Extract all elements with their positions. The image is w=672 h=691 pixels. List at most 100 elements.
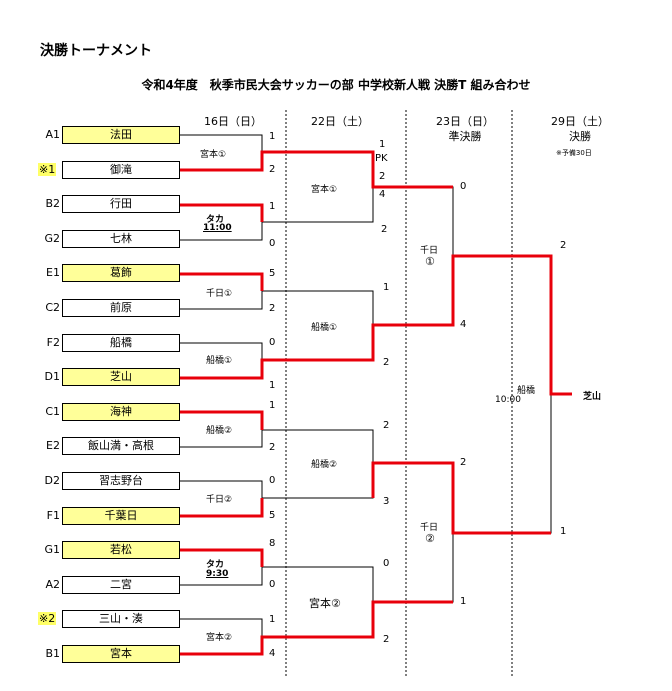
round1-score: 0 xyxy=(269,475,276,486)
round1-score: 2 xyxy=(269,442,276,453)
round1-score: 4 xyxy=(269,648,276,659)
semis-date: 23日（日） xyxy=(436,115,494,128)
round1-venue-3: 千日① xyxy=(206,289,233,299)
winner-path xyxy=(180,150,572,656)
team-seed: A2 xyxy=(45,578,60,591)
team-box: 行田 xyxy=(62,195,180,213)
team-seed: E1 xyxy=(46,266,60,279)
team-box: 宮本 xyxy=(62,645,180,663)
round1-score: 5 xyxy=(269,268,276,279)
team-box: 海神 xyxy=(62,403,180,421)
round2-date: 22日（土） xyxy=(311,115,369,128)
team-seed: E2 xyxy=(46,439,60,452)
round1-venue-1: 宮本① xyxy=(200,150,227,160)
round1-venue-4: 船橋① xyxy=(206,356,233,366)
final-score: 2 xyxy=(560,240,567,251)
team-box: 芝山 xyxy=(62,368,180,386)
round2-score: 1 xyxy=(379,139,386,150)
reserve-date-note: ※予備30日 xyxy=(556,149,592,157)
semi-score: 2 xyxy=(460,457,467,468)
semis-stage: 準決勝 xyxy=(448,130,482,143)
round2-score: 3 xyxy=(383,496,390,507)
round2-venue-1: 宮本① xyxy=(311,185,338,195)
round1-venue-8: 宮本② xyxy=(206,633,233,643)
semi-score: 0 xyxy=(460,181,467,192)
team-box: 三山・湊 xyxy=(62,610,180,628)
semis-brackets xyxy=(373,186,454,603)
semi-score: 4 xyxy=(460,319,467,330)
round1-score: 2 xyxy=(269,303,276,314)
round2-score: 2 xyxy=(383,634,390,645)
round1-venue-5: 船橋② xyxy=(206,426,233,436)
team-box: 飯山満・高根 xyxy=(62,437,180,455)
round2-venue-4: 宮本② xyxy=(309,597,341,610)
champion-label: 芝山 xyxy=(583,392,602,402)
round2-brackets xyxy=(262,151,374,638)
round1-score: 1 xyxy=(269,201,276,212)
round1-venue-2: タカ xyxy=(206,215,225,225)
team-seed: C2 xyxy=(45,301,60,314)
round1-score: 0 xyxy=(269,238,276,249)
round1-score: 1 xyxy=(269,400,276,411)
round1-score: 1 xyxy=(269,614,276,625)
round2-score: 2 xyxy=(383,420,390,431)
round1-score: 0 xyxy=(269,579,276,590)
round2-score: 2 xyxy=(381,224,388,235)
round1-score: 5 xyxy=(269,510,276,521)
round1-score: 1 xyxy=(269,131,276,142)
round1-score: 1 xyxy=(269,380,276,391)
round2-score: 2 xyxy=(383,357,390,368)
team-seed: B1 xyxy=(45,647,60,660)
team-seed: F1 xyxy=(46,509,60,522)
round1-score: 0 xyxy=(269,337,276,348)
round1-time-7: 9:30 xyxy=(206,569,229,579)
round1-time-2: 11:00 xyxy=(203,223,232,233)
page-subtitle: 令和4年度 秋季市民大会サッカーの部 中学校新人戦 決勝T 組み合わせ xyxy=(141,78,531,92)
round1-venue-7: タカ xyxy=(206,560,225,570)
team-seed: ※1 xyxy=(38,163,57,176)
team-seed: G2 xyxy=(44,232,60,245)
round1-score: 8 xyxy=(269,538,276,549)
team-seed: D2 xyxy=(44,474,60,487)
team-seed: ※2 xyxy=(38,612,57,625)
round2-pk-score: 2 xyxy=(379,171,386,182)
semi-venue-2-number: ② xyxy=(425,532,435,545)
team-box: 七林 xyxy=(62,230,180,248)
semi-venue-1-number: ① xyxy=(425,255,435,268)
page-title: 決勝トーナメント xyxy=(40,43,152,59)
team-seed: G1 xyxy=(44,543,60,556)
round1-date: 16日（日） xyxy=(204,115,262,128)
final-stage: 決勝 xyxy=(569,130,591,143)
round2-score: 1 xyxy=(383,282,390,293)
column-dividers xyxy=(285,110,513,678)
team-seed: A1 xyxy=(45,128,60,141)
team-box: 習志野台 xyxy=(62,472,180,490)
round1-score: 2 xyxy=(269,164,276,175)
final-venue: 船橋 xyxy=(517,386,536,396)
team-seed: D1 xyxy=(44,370,60,383)
round2-pk-label: PK xyxy=(375,153,388,164)
team-box: 船橋 xyxy=(62,334,180,352)
semi-score: 1 xyxy=(460,596,467,607)
team-seed: C1 xyxy=(45,405,60,418)
final-score: 1 xyxy=(560,526,567,537)
semi-venue-1: 千日 xyxy=(420,246,439,256)
team-box: 若松 xyxy=(62,541,180,559)
round2-venue-3: 船橋② xyxy=(311,460,338,470)
round2-venue-2: 船橋① xyxy=(311,323,338,333)
team-box: 葛飾 xyxy=(62,264,180,282)
team-box: 前原 xyxy=(62,299,180,317)
team-box: 法田 xyxy=(62,126,180,144)
final-time: 10:00 xyxy=(495,395,521,405)
team-box: 御滝 xyxy=(62,161,180,179)
team-seed: B2 xyxy=(45,197,60,210)
team-box: 二宮 xyxy=(62,576,180,594)
round2-score: 0 xyxy=(383,558,390,569)
round2-pk-score: 4 xyxy=(379,189,386,200)
final-date: 29日（土） xyxy=(551,115,609,128)
team-box: 千葉日 xyxy=(62,507,180,525)
team-seed: F2 xyxy=(46,336,60,349)
semi-venue-2: 千日 xyxy=(420,523,439,533)
round1-venue-6: 千日② xyxy=(206,495,233,505)
